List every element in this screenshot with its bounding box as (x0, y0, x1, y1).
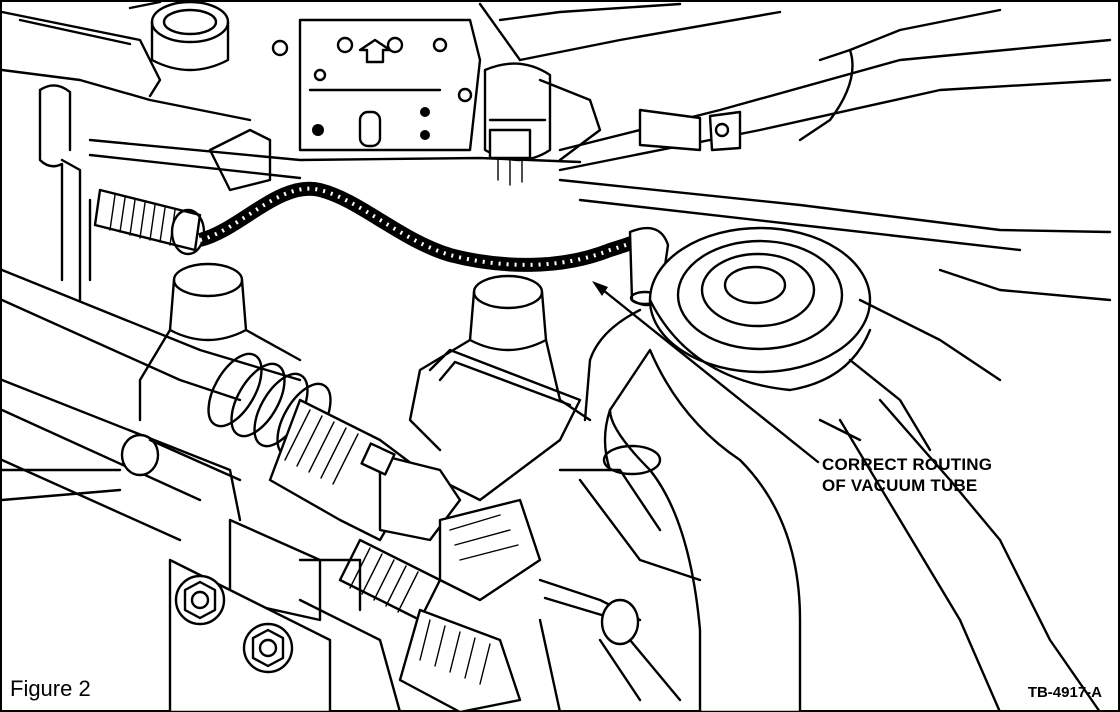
lower-housing (298, 468, 702, 712)
callout-line-1: CORRECT ROUTING (822, 455, 993, 474)
left-rod-end (0, 433, 242, 502)
callout-line-2: OF VACUUM TUBE (822, 476, 978, 495)
cable-bracket (428, 348, 582, 502)
cable-adjuster (338, 498, 542, 712)
electrical-connector (483, 62, 602, 186)
left-bracket-post (38, 84, 92, 302)
reference-code: TB-4917-A (1027, 684, 1102, 701)
strut-tower (583, 226, 872, 422)
cowl-panel (0, 0, 782, 122)
vacuum-tube (197, 181, 653, 272)
lower-mount-plate (168, 518, 362, 712)
linkage-rod (538, 578, 682, 702)
large-intake-hose (602, 348, 802, 712)
bolt-head-lower (242, 622, 294, 674)
left-spring-fitting (93, 188, 206, 256)
coil-tower-left (138, 262, 302, 422)
vacuum-tube-callout: CORRECT ROUTING OF VACUUM TUBE (822, 454, 992, 496)
throttle-cable-spring (207, 352, 462, 542)
leader-arrowhead (592, 281, 608, 296)
right-fender-lines (818, 268, 1112, 712)
top-cap (150, 0, 289, 72)
upper-mounting-bracket (298, 18, 482, 152)
bolt-head-upper (174, 574, 226, 626)
callout-leader-line (596, 284, 820, 464)
figure-caption: Figure 2 (10, 676, 91, 701)
lower-left-rails (0, 268, 302, 542)
upper-right-stud (638, 8, 1002, 152)
